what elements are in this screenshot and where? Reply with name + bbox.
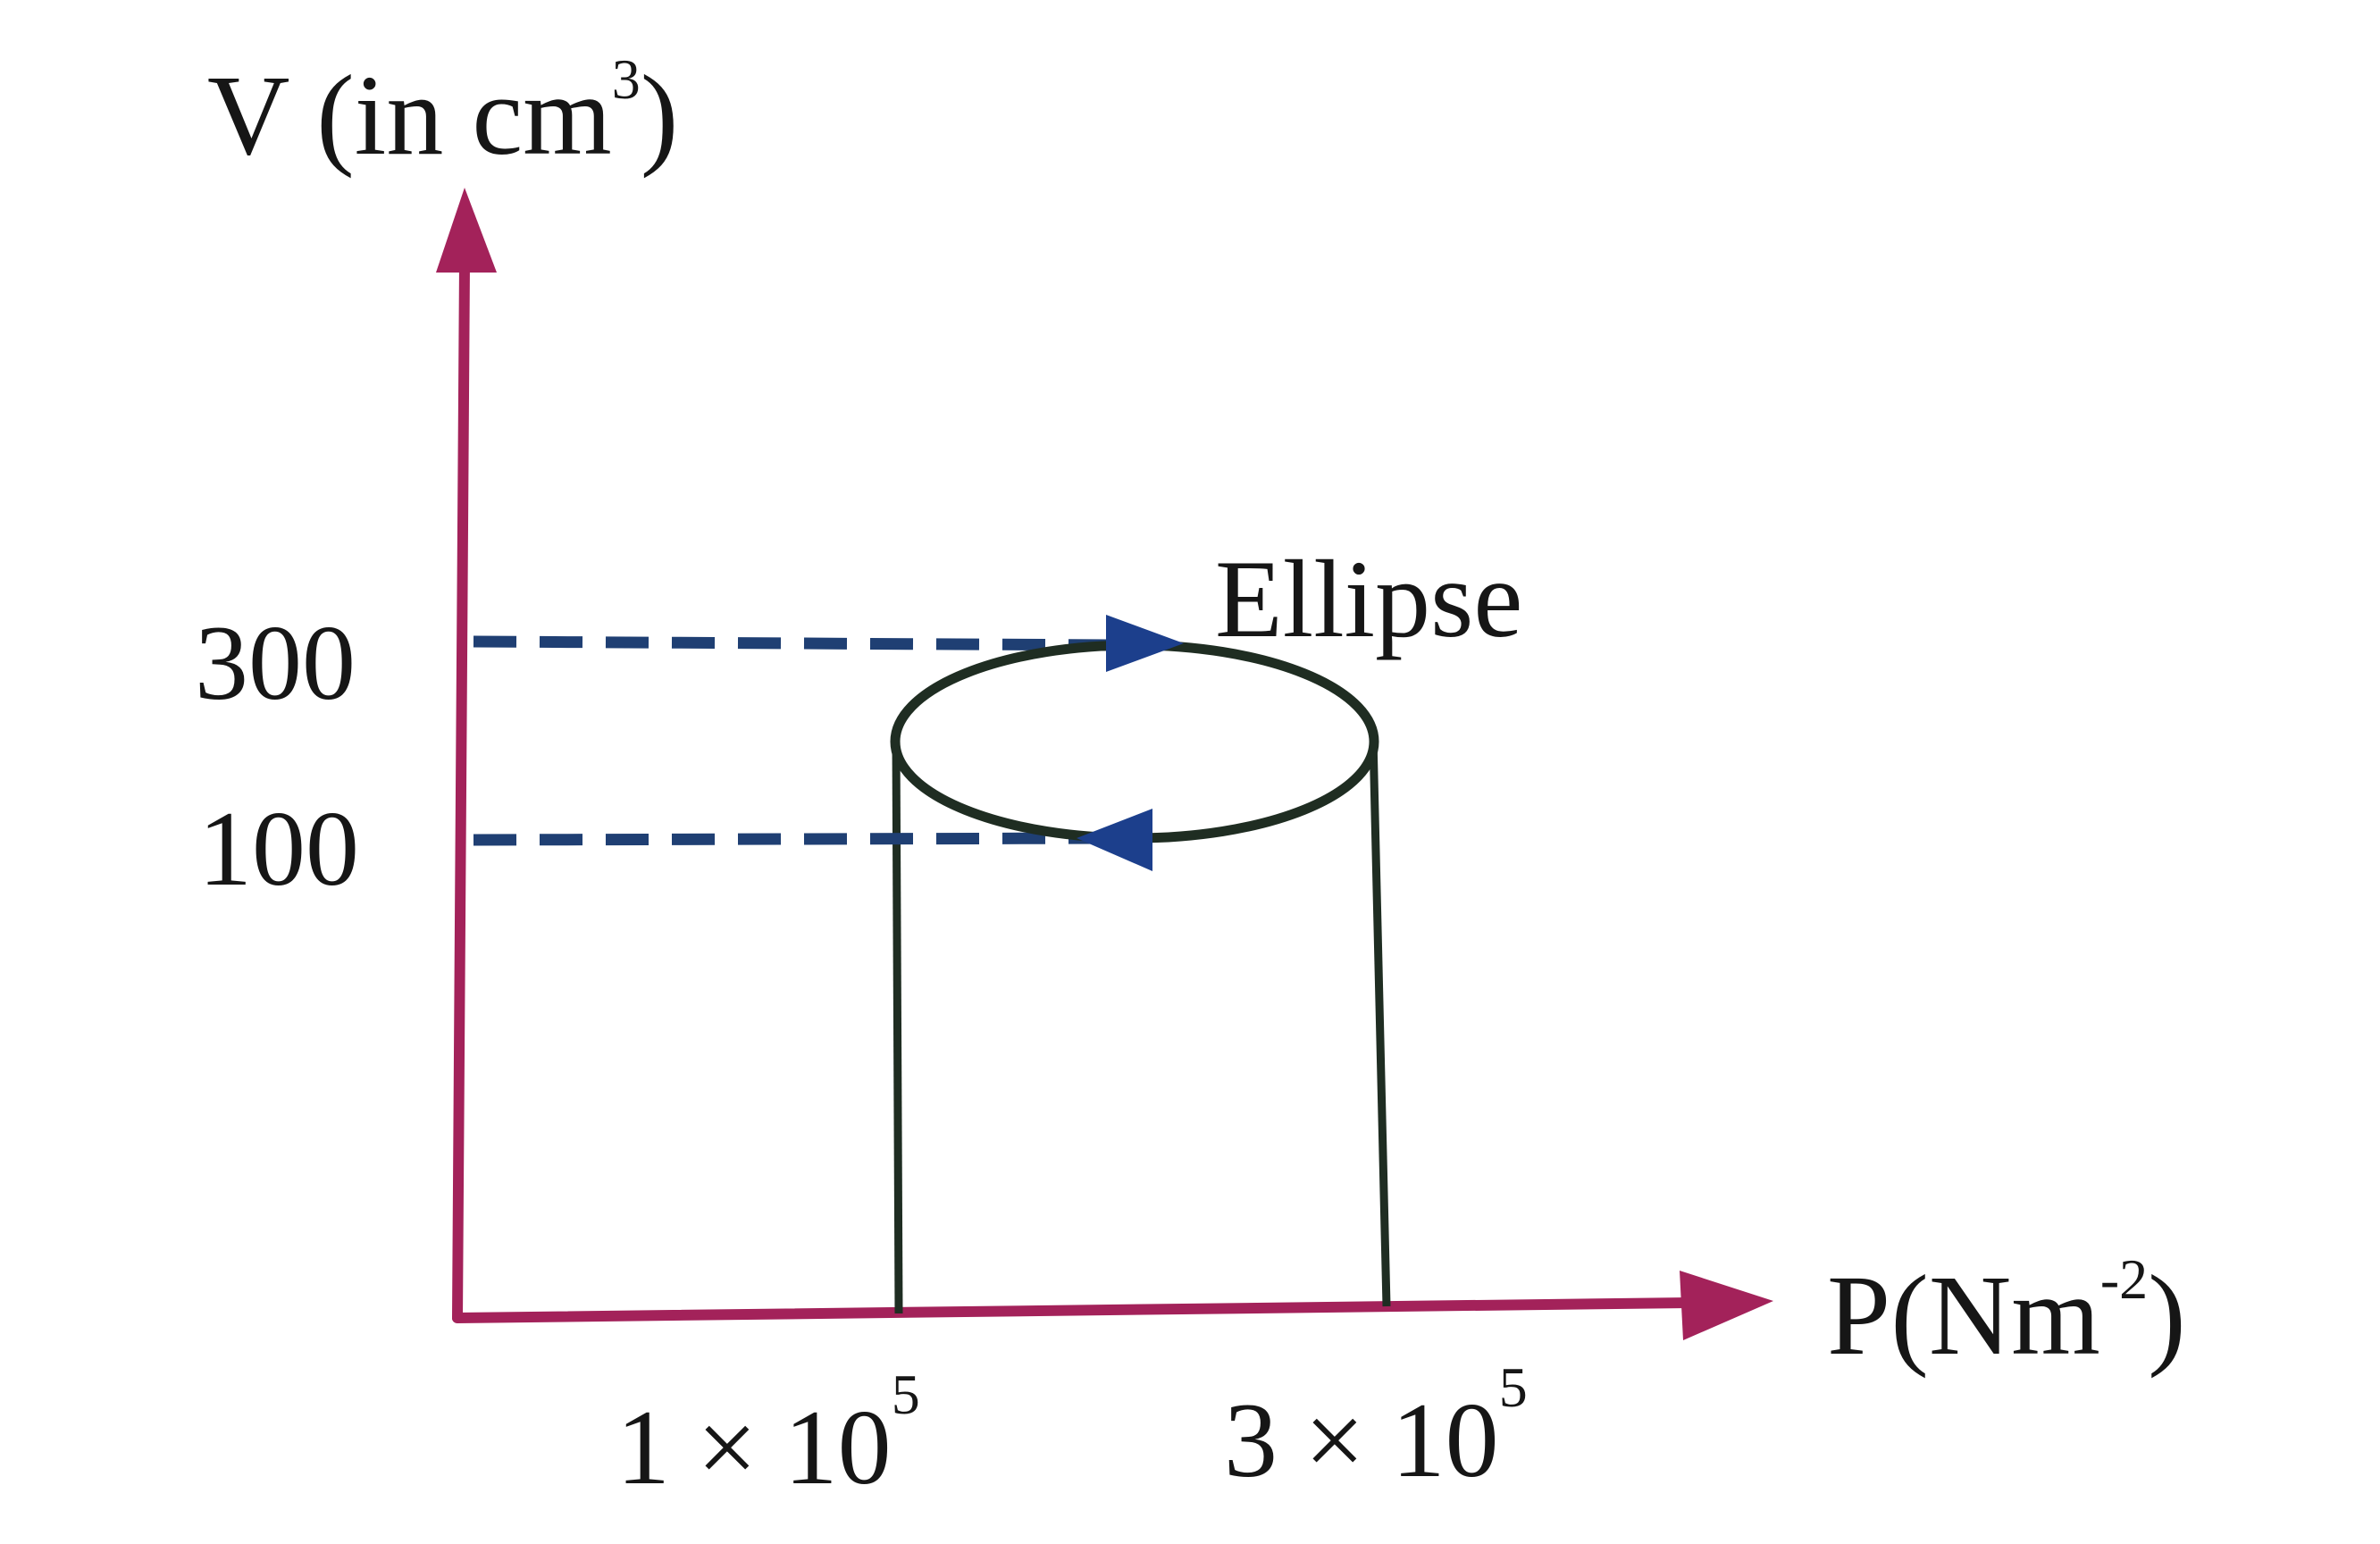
x-tick-1e5-main: 1 × 10 <box>616 1388 892 1506</box>
y-axis-arrowhead <box>436 188 497 273</box>
y-tick-300: 300 <box>195 603 356 722</box>
x-axis-title: P(Nm-2) <box>1827 1247 2186 1379</box>
x-axis-line <box>452 1297 1694 1323</box>
x-tick-1e5-exponent: 5 <box>892 1363 920 1426</box>
right-vertical-line <box>1369 737 1391 1307</box>
ellipse-curve <box>890 640 1379 843</box>
arrow-left-bottom <box>1077 809 1152 871</box>
x-axis-title-main: P(Nm <box>1827 1252 2100 1379</box>
arrow-right-top <box>1106 615 1184 672</box>
x-axis-title-close: ) <box>2148 1252 2186 1379</box>
x-axis-arrowhead <box>1680 1271 1773 1340</box>
y-axis-line <box>452 258 470 1323</box>
y-axis-title-superscript: 3 <box>612 47 641 111</box>
y-tick-100: 100 <box>198 789 359 908</box>
x-tick-3e5-main: 3 × 10 <box>1224 1380 1499 1499</box>
x-tick-3e5-exponent: 5 <box>1499 1355 1528 1419</box>
left-vertical-line <box>892 737 903 1314</box>
x-tick-3e5: 3 × 105 <box>1224 1355 1528 1499</box>
ellipse-label: Ellipse <box>1215 538 1522 660</box>
x-tick-1e5: 1 × 105 <box>616 1363 920 1506</box>
dashed-line-100 <box>473 832 1122 846</box>
y-axis-title-close: ) <box>641 52 679 179</box>
x-axis-title-superscript: -2 <box>2100 1247 2148 1311</box>
dashed-line-300 <box>473 635 1118 651</box>
y-axis-title: V (in cm3) <box>207 47 678 179</box>
y-axis-title-main: V (in cm <box>207 52 612 179</box>
